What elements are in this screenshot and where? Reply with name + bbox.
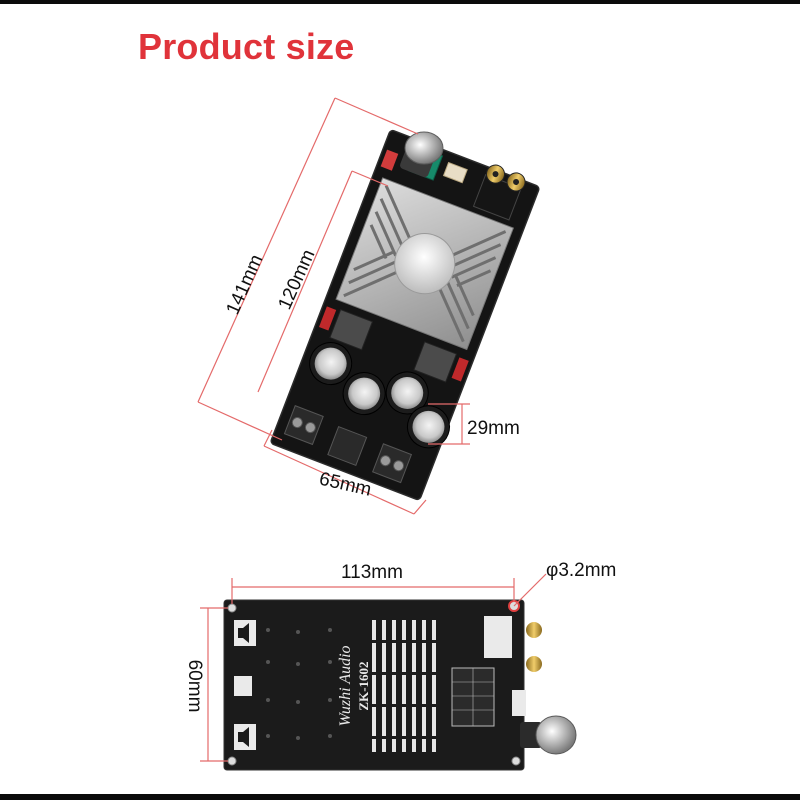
dip-switch — [380, 149, 399, 171]
bottom-view-board: Wuzhi Audio ZK-1602 — [223, 599, 542, 771]
explanation-table-lines — [452, 668, 494, 726]
power-label-box — [234, 676, 252, 696]
input-connector — [442, 161, 468, 184]
heatsink — [335, 177, 515, 351]
dimension-label-hole-diameter: φ3.2mm — [546, 560, 616, 581]
bottom-border-bar — [0, 794, 800, 800]
electrolytic-capacitors — [309, 342, 450, 449]
inductors — [329, 308, 458, 383]
dimension-label-141mm: 141mm — [222, 252, 267, 318]
film-capacitor-right — [451, 357, 469, 382]
dimension-label-113mm: 113mm — [341, 562, 403, 583]
dimension-label-29mm: 29mm — [467, 418, 520, 439]
vent-pattern — [370, 620, 438, 752]
solder-dots — [266, 628, 332, 740]
speaker-icons — [234, 620, 256, 750]
rca-jack-bottom-2 — [526, 656, 542, 672]
dimension-label-120mm: 120mm — [274, 247, 319, 313]
rca-jack-bottom-1 — [526, 622, 542, 638]
heatsink-center — [394, 233, 456, 295]
dimension-lines-bottom — [200, 573, 547, 762]
top-view-board — [270, 129, 540, 501]
volume-knob-top — [400, 131, 444, 178]
dimension-label-60mm: 60mm — [184, 660, 205, 713]
rca-jacks — [472, 164, 526, 221]
volume-knob-bottom — [520, 715, 577, 755]
bluetooth-label — [512, 690, 526, 716]
dimension-lines-top — [197, 97, 470, 515]
top-border-bar — [0, 0, 800, 4]
input-label-box — [484, 616, 512, 658]
page-title: Product size — [138, 26, 355, 67]
film-capacitor-left — [318, 306, 337, 331]
silkscreen-model: ZK-1602 — [356, 661, 371, 710]
silkscreen-brand: Wuzhi Audio — [337, 645, 354, 726]
screw-terminals — [283, 405, 413, 484]
